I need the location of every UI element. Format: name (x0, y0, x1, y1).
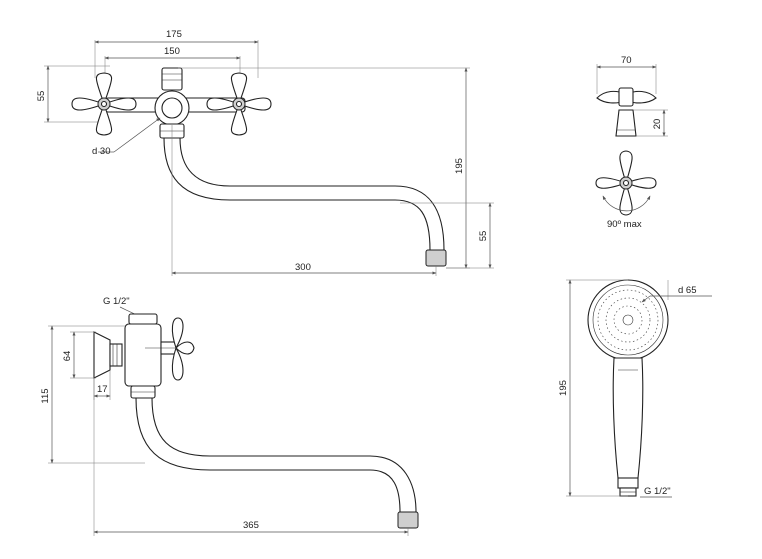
dim-150: 150 (164, 46, 180, 57)
shower-head: d 65 195 G 1/2" (558, 279, 712, 498)
dim-195: 195 (454, 158, 465, 174)
nozzle-pattern (597, 289, 659, 351)
dim-70: 70 (621, 55, 632, 66)
dim-300: 300 (295, 262, 311, 273)
dim-55-right: 55 (478, 231, 489, 242)
rotation-label: 90º max (607, 219, 642, 230)
side-view: G 1/2" 64 17 115 (40, 296, 419, 536)
right-cross-handle (206, 72, 272, 136)
dim-d65: d 65 (678, 285, 697, 296)
dim-55-left: 55 (36, 91, 47, 102)
dim-d30: d 30 (92, 146, 111, 157)
front-view: 175 150 55 (36, 29, 494, 276)
dim-64: 64 (62, 351, 73, 362)
shower-thread-label: G 1/2" (644, 486, 671, 497)
side-thread-label: G 1/2" (103, 296, 130, 307)
dim-115: 115 (40, 388, 51, 403)
handle-detail: 70 20 90º max (595, 55, 668, 230)
handle-top-view (595, 150, 657, 216)
dim-20: 20 (652, 119, 663, 130)
dim-195-shower: 195 (558, 380, 569, 396)
dim-365: 365 (243, 520, 259, 531)
left-cross-handle (71, 72, 137, 136)
dim-17: 17 (97, 384, 108, 395)
dim-175: 175 (166, 29, 182, 40)
